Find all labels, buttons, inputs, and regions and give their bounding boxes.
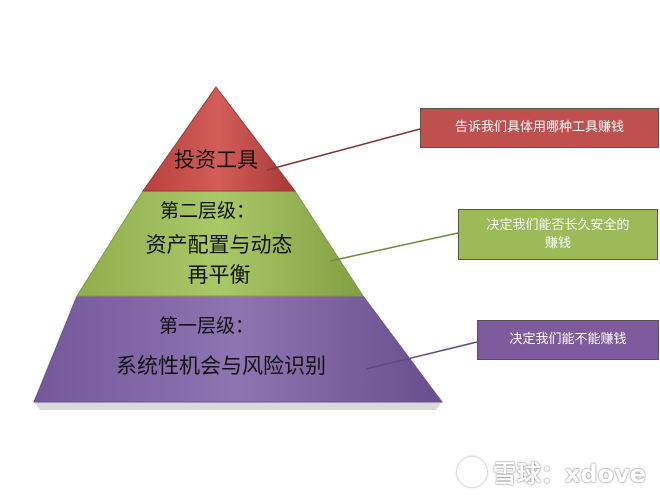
- pyramid-shadow: [34, 402, 442, 410]
- callout-middle-line2: 赚钱: [544, 235, 571, 251]
- callout-bottom-text: 决定我们能不能赚钱: [509, 332, 627, 347]
- snowball-logo-icon: [456, 456, 487, 487]
- callout-middle: 决定我们能否长久安全的 赚钱: [458, 209, 658, 260]
- top-level-label: 投资工具: [174, 148, 258, 172]
- pyramid-level-bottom: [33, 295, 443, 403]
- callout-middle-line1: 决定我们能否长久安全的: [486, 217, 630, 233]
- pyramid-level-top: [142, 86, 297, 192]
- middle-level-line1: 资产配置与动态: [146, 233, 293, 257]
- callout-top-text: 告诉我们具体用哪种工具赚钱: [454, 120, 624, 135]
- connector-middle: [329, 232, 459, 262]
- connector-bottom: [365, 341, 478, 370]
- bottom-level-title: 第一层级：: [159, 315, 254, 337]
- watermark-text: 雪球：xdove: [492, 460, 646, 488]
- callout-top: 告诉我们具体用哪种工具赚钱: [420, 108, 659, 148]
- middle-level-line2: 再平衡: [188, 263, 251, 287]
- bottom-level-line1: 系统性机会与风险识别: [116, 354, 326, 378]
- middle-level-title: 第二层级：: [160, 200, 255, 222]
- watermark: 雪球：xdove: [456, 454, 646, 489]
- connector-top: [266, 128, 421, 171]
- callout-bottom: 决定我们能不能赚钱: [477, 320, 659, 360]
